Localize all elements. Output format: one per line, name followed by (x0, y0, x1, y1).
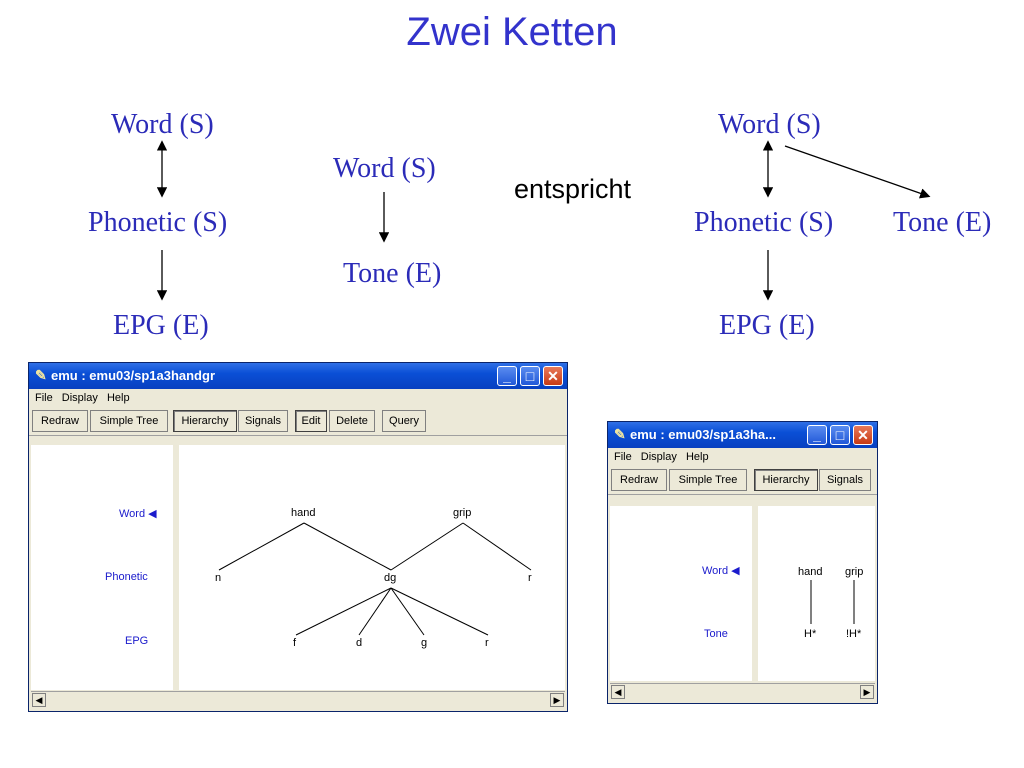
tree-epg-f[interactable]: f (293, 637, 297, 649)
left-epg-node: EPG (E) (113, 310, 209, 341)
toolbar: Redraw Simple Tree Hierarchy Signals Edi… (29, 407, 567, 436)
hierarchy-button[interactable]: Hierarchy (173, 410, 237, 432)
maximize-button[interactable]: □ (830, 425, 850, 445)
delete-button[interactable]: Delete (329, 410, 375, 432)
tree-phonetic-r[interactable]: r (528, 572, 532, 584)
menu-help[interactable]: Help (106, 392, 130, 404)
level-phonetic[interactable]: Phonetic (105, 571, 148, 583)
horizontal-scrollbar[interactable]: ◀ ▶ (610, 683, 875, 702)
scroll-left-icon[interactable]: ◀ (611, 685, 625, 699)
feather-icon: ✎ (614, 426, 626, 442)
hierarchy-button[interactable]: Hierarchy (754, 469, 818, 491)
right-phonetic-node: Phonetic (S) (694, 207, 834, 238)
menu-help[interactable]: Help (685, 451, 709, 463)
slide-title: Zwei Ketten (406, 10, 618, 54)
feather-icon: ✎ (35, 367, 47, 383)
level-epg[interactable]: EPG (125, 635, 149, 647)
diagram-arrows (156, 140, 931, 301)
tree-phonetic-dg[interactable]: dg (384, 572, 397, 584)
minimize-button[interactable]: _ (807, 425, 827, 445)
tree-epg-g[interactable]: g (421, 637, 428, 649)
menu-file[interactable]: File (614, 451, 632, 463)
close-button[interactable]: ✕ (853, 425, 873, 445)
scroll-right-icon[interactable]: ▶ (860, 685, 874, 699)
tree-word-hand[interactable]: hand (291, 507, 316, 519)
menu-display[interactable]: Display (640, 451, 677, 463)
close-icon: ✕ (547, 368, 559, 384)
close-button[interactable]: ✕ (543, 366, 563, 386)
menu-file[interactable]: File (35, 392, 53, 404)
titlebar[interactable]: ✎ emu : emu03/sp1a3ha... _ □ ✕ (608, 422, 877, 448)
center-word-node: Word (S) (333, 153, 436, 184)
tree-phonetic-n[interactable]: n (215, 572, 222, 584)
level-panel: Word ◀ Tone (610, 506, 752, 681)
minimize-button[interactable]: _ (497, 366, 517, 386)
query-button[interactable]: Query (382, 410, 426, 432)
simple-tree-button[interactable]: Simple Tree (90, 410, 168, 432)
maximize-icon: □ (525, 368, 535, 384)
right-epg-node: EPG (E) (719, 310, 815, 341)
tree-word-hand[interactable]: hand (798, 566, 823, 578)
menubar: File Display Help (608, 448, 877, 466)
scroll-right-icon[interactable]: ▶ (550, 693, 564, 707)
titlebar[interactable]: ✎ emu : emu03/sp1a3handgr _ □ ✕ (29, 363, 567, 389)
emu-window-small: ✎ emu : emu03/sp1a3ha... _ □ ✕ File Disp… (607, 421, 878, 704)
signals-button[interactable]: Signals (819, 469, 871, 491)
tree-panel: hand grip H* !H* (758, 506, 875, 681)
signals-button[interactable]: Signals (238, 410, 288, 432)
level-word[interactable]: Word ◀ (702, 565, 740, 577)
tree-epg-d[interactable]: d (356, 637, 363, 649)
window-title: emu : emu03/sp1a3handgr (51, 368, 215, 383)
maximize-button[interactable]: □ (520, 366, 540, 386)
toolbar: Redraw Simple Tree Hierarchy Signals (608, 466, 877, 495)
left-phonetic-node: Phonetic (S) (88, 207, 228, 238)
tree-panel: hand grip n dg r f d g r (179, 445, 565, 690)
minimize-icon: _ (813, 427, 821, 443)
right-word-node: Word (S) (718, 109, 821, 140)
menu-display[interactable]: Display (61, 392, 98, 404)
maximize-icon: □ (835, 427, 845, 443)
tree-epg-r[interactable]: r (485, 637, 489, 649)
tree-word-grip[interactable]: grip (845, 566, 864, 578)
tree-lines (218, 522, 532, 636)
tree-word-grip[interactable]: grip (453, 507, 472, 519)
close-icon: ✕ (857, 427, 869, 443)
scroll-left-icon[interactable]: ◀ (32, 693, 46, 707)
center-tone-node: Tone (E) (343, 258, 442, 289)
level-tone[interactable]: Tone (704, 628, 728, 640)
edit-button[interactable]: Edit (295, 410, 327, 432)
level-panel: Word ◀ Phonetic EPG (31, 445, 173, 690)
redraw-button[interactable]: Redraw (611, 469, 667, 491)
right-word-tone-arrow (784, 145, 931, 199)
right-tone-node: Tone (E) (893, 207, 992, 238)
redraw-button[interactable]: Redraw (32, 410, 88, 432)
left-word-node: Word (S) (111, 109, 214, 140)
window-title: emu : emu03/sp1a3ha... (630, 427, 776, 442)
level-word[interactable]: Word ◀ (119, 508, 157, 520)
menubar: File Display Help (29, 389, 567, 407)
tree-lines (810, 580, 855, 624)
entspricht-label: entspricht (514, 174, 632, 204)
simple-tree-button[interactable]: Simple Tree (669, 469, 747, 491)
horizontal-scrollbar[interactable]: ◀ ▶ (31, 691, 565, 710)
tree-tone-h[interactable]: H* (804, 628, 817, 640)
emu-window-large: ✎ emu : emu03/sp1a3handgr _ □ ✕ File Dis… (28, 362, 568, 712)
minimize-icon: _ (503, 368, 511, 384)
tree-tone-downstep-h[interactable]: !H* (846, 628, 862, 640)
